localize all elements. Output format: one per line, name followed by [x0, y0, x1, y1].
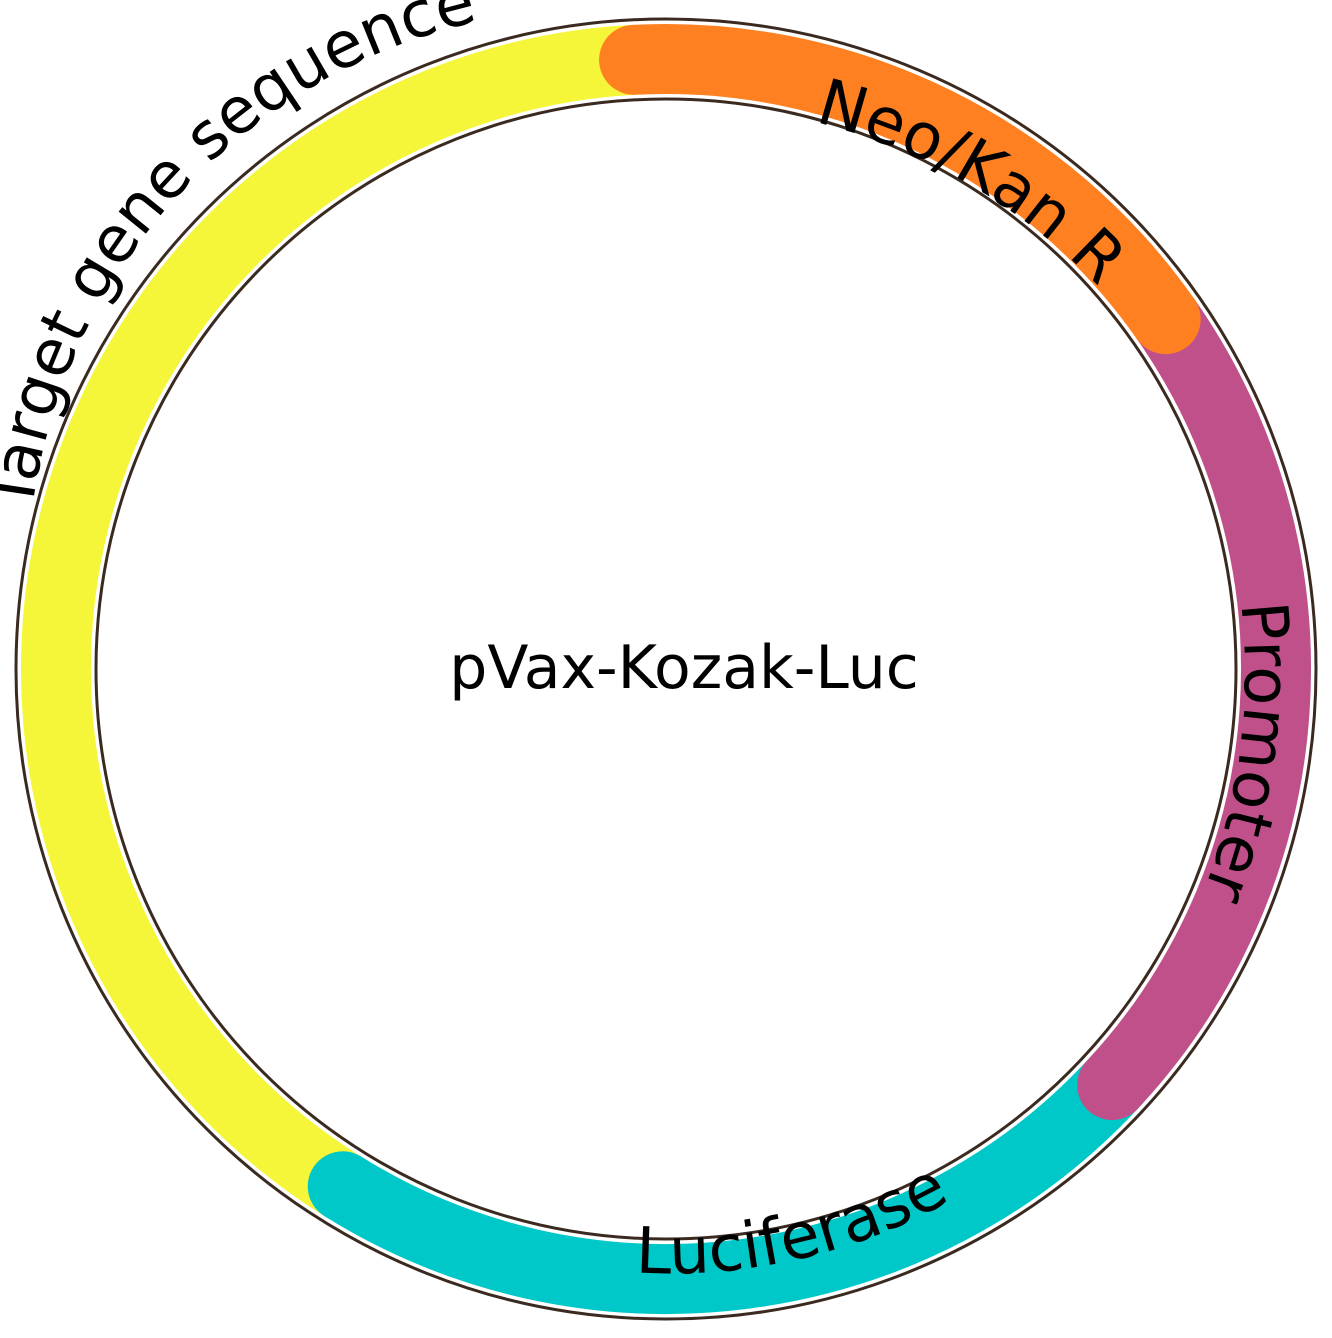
ring-outer-outline	[14, 17, 1318, 1321]
plasmid-name: pVax-Kozak-Luc	[449, 633, 919, 703]
segment-luciferase	[307, 1050, 1148, 1314]
label-luciferase: Luciferase	[635, 1149, 959, 1290]
segment-neo	[599, 24, 1201, 355]
segment-layer	[21, 24, 1311, 1314]
segment-promoter	[1077, 284, 1311, 1121]
label-neo-kan-r: Neo/Kan R	[810, 66, 1140, 299]
ring-inner-outline	[94, 97, 1238, 1241]
segment-target	[21, 24, 670, 1222]
label-luciferase-text: Luciferase	[635, 1149, 959, 1290]
label-neo-text: Neo/Kan R	[810, 66, 1140, 299]
